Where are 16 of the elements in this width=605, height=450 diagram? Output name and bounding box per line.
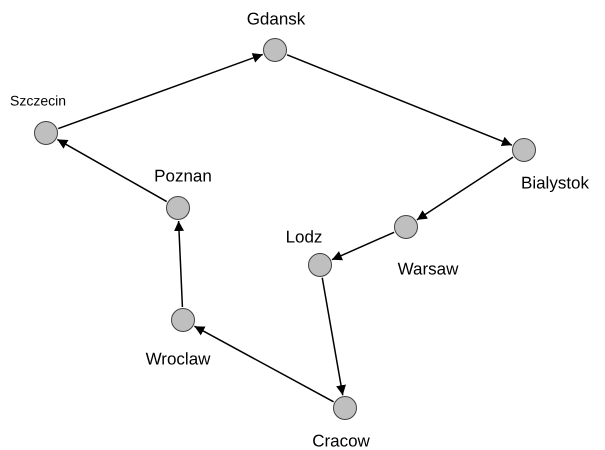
city-label: Poznan bbox=[154, 165, 212, 188]
city-label: Warsaw bbox=[398, 258, 458, 280]
city-label: Cracow bbox=[312, 430, 370, 450]
arrow bbox=[58, 53, 264, 130]
arrow bbox=[56, 138, 168, 202]
city-label: Gdansk bbox=[246, 8, 306, 30]
arrow bbox=[194, 326, 334, 402]
city-label: Szczecin bbox=[10, 92, 66, 110]
city-label: Lodz bbox=[286, 226, 322, 248]
arrow bbox=[332, 232, 394, 260]
city-label: Wroclaw bbox=[146, 348, 210, 370]
arrow bbox=[416, 156, 514, 221]
arrow bbox=[286, 54, 512, 146]
arrow bbox=[174, 220, 184, 308]
arrow bbox=[322, 278, 346, 396]
city-label: Bialystok bbox=[520, 172, 590, 194]
